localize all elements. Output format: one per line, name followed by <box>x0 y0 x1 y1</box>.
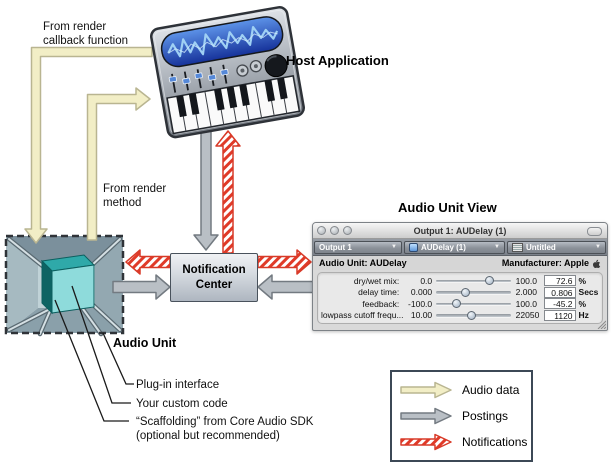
param-max: 100.0 <box>515 298 537 309</box>
slider-thumb[interactable] <box>467 310 477 320</box>
your-custom-code-label: Your custom code <box>136 398 228 410</box>
audio-data-arrow-render-method <box>86 87 151 241</box>
audio-unit-dropdown-label: AUDelay (1) <box>421 242 466 252</box>
apple-logo-icon <box>593 259 601 268</box>
host-application-label: Host Application <box>286 53 389 68</box>
notifications-arrow-nc-to-view <box>257 249 312 275</box>
audio-data-arrow-render-callback <box>24 46 153 244</box>
audio-unit-view-window: Output 1: AUDelay (1) Output 1 ▼ AUDelay… <box>312 222 608 331</box>
zoom-button[interactable] <box>343 226 352 235</box>
window-title: Output 1: AUDelay (1) <box>413 225 507 236</box>
param-slider[interactable] <box>436 276 511 286</box>
param-min: 0.000 <box>410 287 433 298</box>
audio-data-arrow-icon <box>400 381 452 399</box>
legend-box: Audio data Postings Notifications <box>390 370 533 462</box>
param-slider[interactable] <box>436 310 511 320</box>
param-max: 2.000 <box>515 287 537 298</box>
param-name: delay time: <box>358 287 400 298</box>
param-max: 22050 <box>515 310 540 321</box>
slider-thumb[interactable] <box>485 276 495 286</box>
slider-track[interactable] <box>436 279 511 283</box>
param-min: 0.0 <box>420 275 433 286</box>
inner-custom-code-cube <box>40 254 96 315</box>
resize-handle-icon[interactable] <box>597 320 606 329</box>
output-dropdown-label: Output 1 <box>319 242 352 252</box>
postings-arrow-icon <box>400 407 452 425</box>
toolbar-toggle-button[interactable] <box>587 227 602 236</box>
from-render-callback-label: From render callback function <box>43 21 129 48</box>
audio-unit-name: Audio Unit: AUDelay <box>319 258 407 268</box>
param-unit: Hz <box>578 310 589 321</box>
legend-notifications-label: Notifications <box>462 435 528 449</box>
chevron-down-icon: ▼ <box>391 244 397 250</box>
waveform-display <box>160 16 284 68</box>
scaffolding-label: “Scaffolding” from Core Audio SDK (optio… <box>136 416 314 443</box>
manufacturer-label: Manufacturer: Apple <box>501 258 589 268</box>
param-min: -100.0 <box>408 298 433 309</box>
slider-thumb[interactable] <box>451 299 461 309</box>
jacks <box>236 60 263 77</box>
notifications-arrow-icon <box>400 433 452 451</box>
postings-arrow-view-to-nc <box>257 274 314 300</box>
window-titlebar[interactable]: Output 1: AUDelay (1) <box>313 223 607 239</box>
audio-unit-icon <box>409 242 418 252</box>
param-min: 10.00 <box>410 310 433 321</box>
audio-unit-cube <box>4 234 125 337</box>
param-value-field[interactable]: 72.6 <box>543 275 576 287</box>
preset-dropdown-label: Untitled <box>526 242 556 252</box>
chevron-down-icon: ▼ <box>595 244 601 250</box>
from-render-method-label: From render method <box>103 183 167 210</box>
window-toolbar: Output 1 ▼ AUDelay (1) ▼ Untitled ▼ <box>313 239 607 256</box>
close-button[interactable] <box>317 226 326 235</box>
output-dropdown[interactable]: Output 1 ▼ <box>314 240 402 254</box>
legend-audio-data-label: Audio data <box>462 383 520 397</box>
audio-unit-view-label: Audio Unit View <box>398 200 497 215</box>
slider-track[interactable] <box>436 302 511 306</box>
param-max: 100.0 <box>515 275 537 286</box>
param-row-dry-wet-mix: dry/wet mix: 0.0 100.0 72.6 % <box>321 275 599 287</box>
param-value-field[interactable]: -45.2 <box>543 298 576 310</box>
param-row-lowpass-cutoff: lowpass cutoff frequ...: 10.00 22050 112… <box>321 309 599 322</box>
legend-postings-label: Postings <box>462 409 509 423</box>
notifications-arrow-nc-to-au <box>125 249 171 275</box>
preset-icon <box>512 242 523 252</box>
legend-item-audio-data: Audio data <box>399 381 531 399</box>
slider-thumb[interactable] <box>461 287 471 297</box>
param-name: feedback: <box>362 298 400 309</box>
minimize-button[interactable] <box>330 226 339 235</box>
param-row-delay-time: delay time: 0.000 2.000 0.806 Secs <box>321 286 599 299</box>
notification-center-label: Notification Center <box>182 264 246 291</box>
notification-center-box: Notification Center <box>170 253 258 302</box>
mixer-sliders <box>168 64 229 93</box>
param-row-feedback: feedback: -100.0 100.0 -45.2 % <box>321 298 599 310</box>
host-application-icon <box>150 6 305 139</box>
param-unit: % <box>578 275 587 286</box>
param-slider[interactable] <box>436 299 511 309</box>
param-value-field[interactable]: 0.806 <box>543 286 576 298</box>
postings-arrow-host-to-nc <box>193 129 219 251</box>
postings-arrow-au-to-nc <box>112 274 171 300</box>
param-value-field[interactable]: 1120 <box>543 309 576 321</box>
volume-knob <box>264 54 288 78</box>
param-name: lowpass cutoff frequ...: <box>321 310 405 321</box>
notifications-arrow-nc-to-host <box>215 130 241 254</box>
parameters-panel: dry/wet mix: 0.0 100.0 72.6 % delay time… <box>317 272 603 324</box>
param-unit: % <box>578 298 587 309</box>
audio-unit-dropdown[interactable]: AUDelay (1) ▼ <box>404 240 505 254</box>
chevron-down-icon: ▼ <box>494 244 500 250</box>
param-unit: Secs <box>578 287 599 298</box>
param-slider[interactable] <box>436 287 511 297</box>
param-name: dry/wet mix: <box>353 275 400 286</box>
plugin-interface-label: Plug-in interface <box>136 379 220 391</box>
unit-header-row: Audio Unit: AUDelay Manufacturer: Apple <box>313 256 607 270</box>
piano-keys <box>166 74 301 135</box>
leader-lines <box>54 285 134 422</box>
legend-item-notifications: Notifications <box>399 433 531 451</box>
legend-item-postings: Postings <box>399 407 531 425</box>
slider-track[interactable] <box>436 291 511 294</box>
preset-dropdown[interactable]: Untitled ▼ <box>507 240 606 254</box>
audio-unit-label: Audio Unit <box>113 336 177 350</box>
